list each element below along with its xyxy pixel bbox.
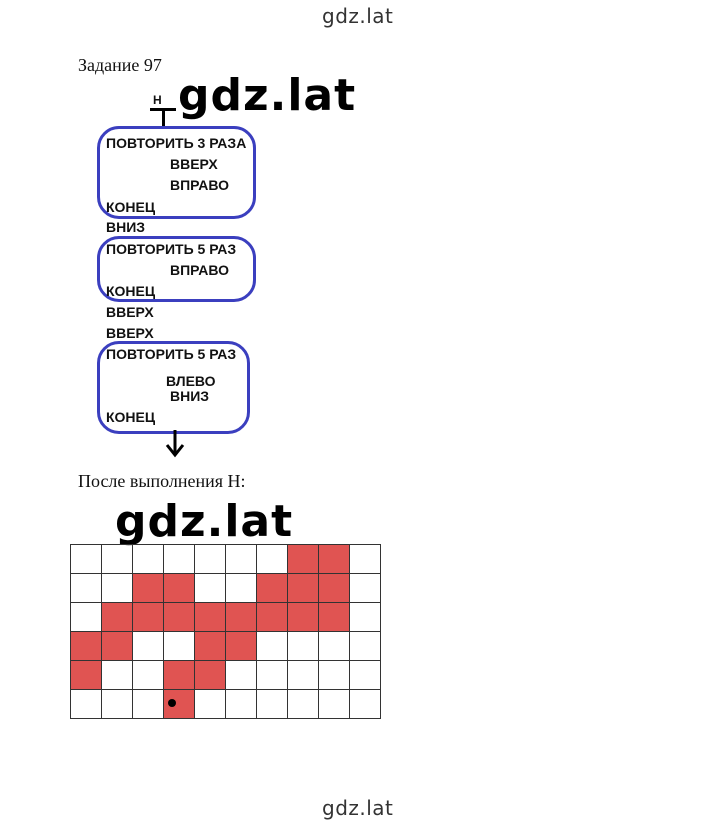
command-down: ВНИЗ [106,219,146,235]
loop-1-end: КОНЕЦ [106,199,156,215]
grid-cell [349,689,381,719]
watermark-top: gdz.lat [322,4,394,28]
grid-cell-filled [318,602,350,632]
grid-cell-filled [225,631,257,661]
loop-1-command-2: ВПРАВО [170,177,230,193]
grid-cell [101,689,133,719]
result-label: После выполнения Н: [78,471,246,491]
down-arrow-icon [165,430,185,458]
grid-cell [349,660,381,690]
grid-cell-filled [101,631,133,661]
grid-cell [70,544,102,574]
grid-cell [349,573,381,603]
grid-row [70,544,381,574]
grid-cell-filled [318,573,350,603]
grid-row [70,689,381,719]
grid-cell [225,689,257,719]
loop-1-command-1: ВВЕРХ [170,156,218,172]
grid-cell-filled [194,631,226,661]
grid-cell [256,660,288,690]
grid-cell-filled [287,573,319,603]
grid-cell-filled [163,602,195,632]
grid-cell [194,573,226,603]
grid-cell-filled [101,602,133,632]
grid-cell-filled [256,573,288,603]
grid-cell [318,631,350,661]
grid-cell-filled [163,660,195,690]
grid-cell [163,631,195,661]
grid-cell [287,689,319,719]
grid-cell [287,631,319,661]
grid-cell [132,544,164,574]
start-label: Н [153,93,162,107]
loop-2-command-1: ВПРАВО [170,262,230,278]
grid-cell [349,602,381,632]
grid-cell [225,660,257,690]
grid-row [70,573,381,603]
loop-3-command-2: ВНИЗ [170,388,210,404]
grid-cell [132,660,164,690]
loop-2-end: КОНЕЦ [106,283,156,299]
grid-cell [163,544,195,574]
start-stem [162,108,165,126]
grid-cell [256,631,288,661]
grid-cell [194,689,226,719]
grid-cell [132,689,164,719]
grid-cell-filled [132,602,164,632]
grid-row [70,660,381,690]
grid-cell [225,544,257,574]
watermark-bottom: gdz.lat [322,796,394,820]
grid-cell [318,689,350,719]
loop-2-header: ПОВТОРИТЬ 5 РАЗ [106,241,237,257]
grid-cell [318,660,350,690]
grid-cell [132,631,164,661]
command-up-1: ВВЕРХ [106,304,154,320]
watermark-mid-2: gdz.lat [115,496,294,547]
grid-cell [70,602,102,632]
grid-cell [256,689,288,719]
grid-row [70,602,381,632]
grid-cell-filled [287,544,319,574]
grid-cell-filled [163,573,195,603]
grid-cell-filled [318,544,350,574]
grid-cell [70,573,102,603]
grid-cell-filled [194,660,226,690]
grid-cell-filled [256,602,288,632]
task-title: Задание 97 [78,55,162,75]
loop-1-header: ПОВТОРИТЬ 3 РАЗА [106,135,247,151]
grid-cell [256,544,288,574]
command-up-2: ВВЕРХ [106,325,154,341]
result-grid [70,544,381,719]
grid-cell-filled [132,573,164,603]
grid-cell [101,660,133,690]
grid-cell [101,544,133,574]
grid-cell-filled [287,602,319,632]
loop-3-end: КОНЕЦ [106,409,156,425]
grid-cell-filled [163,689,195,719]
grid-cell-filled [194,602,226,632]
grid-cell-filled [225,602,257,632]
grid-cell [70,689,102,719]
grid-cell-filled [70,660,102,690]
grid-cell [349,631,381,661]
grid-cell [349,544,381,574]
loop-block-2 [97,236,256,302]
loop-block-1 [97,126,256,219]
grid-cell-filled [70,631,102,661]
grid-cell [194,544,226,574]
robot-position-dot [168,699,176,707]
grid-cell [225,573,257,603]
watermark-mid: gdz.lat [178,70,357,121]
loop-3-command-1: ВЛЕВО [166,373,216,389]
grid-cell [101,573,133,603]
loop-3-header: ПОВТОРИТЬ 5 РАЗ [106,346,237,362]
grid-cell [287,660,319,690]
grid-row [70,631,381,661]
